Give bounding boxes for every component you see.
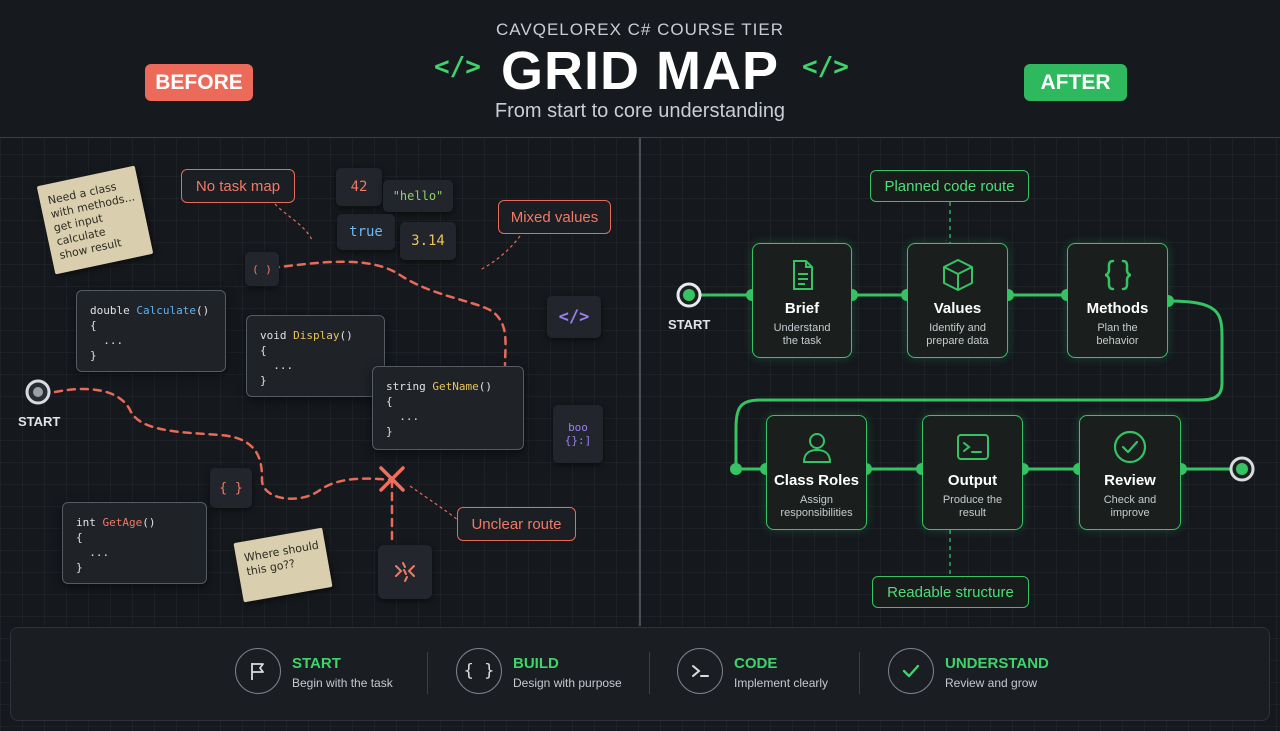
step-values: Values Identify and prepare data [907,243,1008,358]
step-methods: Methods Plan the behavior [1067,243,1168,358]
step-brief: Brief Understand the task [752,243,852,358]
cube-icon [942,259,973,291]
code-card-getname: string GetName() { ... } [372,366,524,450]
footer-legend: START Begin with the task { } BUILD Desi… [10,627,1270,721]
chip-string-value: "hello" [383,180,453,212]
step-class-roles: Class Roles Assign responsibilities [766,415,867,530]
course-tier: CAVQELOREX C# COURSE TIER [496,20,784,39]
braces-icon [1104,259,1131,291]
braces-icon: { } [210,468,252,508]
after-start-label: START [668,317,711,332]
leader-mixed-values [479,235,521,271]
after-routes [676,202,1255,576]
parentheses-icon: ( ) [245,252,279,286]
panel-divider [639,138,641,626]
label-mixed-values: Mixed values [498,200,611,234]
label-readable-structure: Readable structure [872,576,1029,608]
page-title: GRID MAP [501,41,779,101]
symbol-tile: boo {}:] [553,405,603,463]
messy-route-up [270,260,507,367]
check-circle-icon [1113,430,1147,464]
step-review: Review Check and improve [1079,415,1181,530]
document-icon [793,260,813,290]
legend-separator [649,652,650,694]
chip-bool-value: true [337,214,395,250]
code-tag-right-icon: </> [802,52,849,82]
after-badge: AFTER [1024,64,1127,101]
leader-unclear-route [409,485,459,521]
page-subtitle: From start to core understanding [494,100,786,122]
before-routes [25,203,521,547]
before-start-label: START [18,414,61,429]
code-card-calculate: double Calculate() { ... } [76,290,226,372]
person-icon [802,433,831,463]
route-methods-down [734,299,1224,469]
braces-icon: { } [456,648,502,694]
chip-double-value: 3.14 [400,222,456,260]
check-icon [888,648,934,694]
step-output: Output Produce the result [922,415,1023,530]
code-tag-left-icon: </> [434,52,481,82]
label-unclear-route: Unclear route [457,507,576,541]
code-card-getage: int GetAge() { ... } [62,502,207,584]
header: CAVQELOREX C# COURSE TIER GRID MAP From … [0,0,1280,138]
messy-route-main [53,387,394,500]
legend-separator [859,652,860,694]
chip-int-value: 42 [336,168,382,206]
legend-separator [427,652,428,694]
code-card-display: void Display() { ... } [246,315,385,397]
label-no-task-map: No task map [181,169,295,203]
code-tag-icon: </> [547,296,601,338]
leader-no-task-map [274,203,313,241]
broken-code-icon [378,545,432,599]
terminal-icon [677,648,723,694]
terminal-icon [956,434,989,460]
label-planned-code-route: Planned code route [870,170,1029,202]
dead-end-x-icon [379,466,405,492]
before-badge: BEFORE [145,64,253,101]
flag-icon [235,648,281,694]
